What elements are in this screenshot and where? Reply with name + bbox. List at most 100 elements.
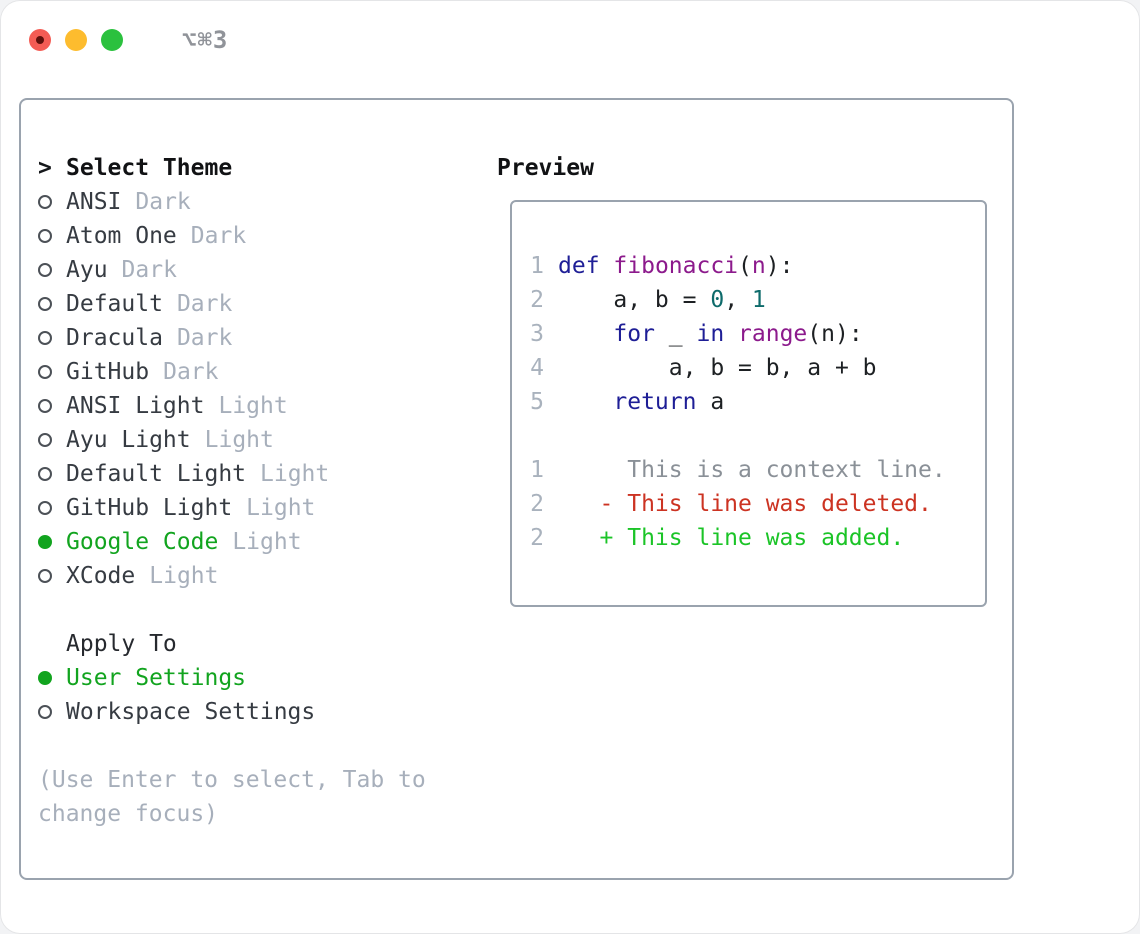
- apply-option-workspace-settings[interactable]: Workspace Settings: [38, 695, 426, 729]
- radio-unselected-icon: [38, 195, 66, 209]
- radio-circle: [38, 705, 52, 719]
- radio-unselected-icon: [38, 331, 66, 345]
- option-variant-label: Light: [204, 427, 274, 453]
- radio-circle: [38, 229, 52, 243]
- radio-selected-icon: [38, 535, 66, 549]
- code-text: + This line was added.: [558, 525, 905, 551]
- preview-code-line: 2 a, b = 0, 1: [530, 283, 985, 317]
- spacer: [38, 593, 426, 627]
- code-token: 0: [710, 287, 725, 313]
- option-variant-label: Light: [218, 393, 288, 419]
- option-variant-label: Dark: [190, 223, 247, 249]
- code-text: return a: [558, 389, 724, 415]
- theme-option-default-light[interactable]: Default Light Light: [38, 457, 426, 491]
- code-token: + This line was added.: [558, 525, 905, 551]
- apply-to-header: Apply To: [38, 627, 426, 661]
- code-token: range: [738, 321, 808, 347]
- theme-option-ansi-light[interactable]: ANSI Light Light: [38, 389, 426, 423]
- option-variant-label: Light: [246, 495, 316, 521]
- preview-code-line: 2 - This line was deleted.: [530, 487, 985, 521]
- apply-to-title: Apply To: [66, 631, 177, 657]
- window-title: ⌥⌘3: [182, 26, 229, 54]
- code-token: _: [654, 321, 697, 347]
- radio-circle: [38, 365, 52, 379]
- preview-code-line: 1 This is a context line.: [530, 453, 985, 487]
- radio-unselected-icon: [38, 229, 66, 243]
- code-token: ,: [724, 287, 752, 313]
- option-variant-label: Dark: [176, 325, 233, 351]
- line-number: 5: [530, 389, 544, 415]
- line-number: 1: [530, 253, 544, 279]
- radio-circle: [38, 671, 52, 685]
- code-text: for _ in range(n):: [558, 321, 862, 347]
- title-bar: ⌥⌘3: [29, 26, 228, 54]
- theme-option-xcode[interactable]: XCode Light: [38, 559, 426, 593]
- preview-title: Preview: [497, 155, 594, 181]
- line-number: 2: [530, 491, 544, 517]
- theme-option-atom-one[interactable]: Atom One Dark: [38, 219, 426, 253]
- help-text-line-2: change focus): [38, 801, 219, 827]
- radio-unselected-icon: [38, 433, 66, 447]
- radio-unselected-icon: [38, 399, 66, 413]
- option-label: Atom One: [66, 223, 177, 249]
- option-label: Default: [66, 291, 163, 317]
- option-variant-label: Light: [260, 461, 330, 487]
- radio-unselected-icon: [38, 501, 66, 515]
- option-label: Default Light: [66, 461, 247, 487]
- close-button[interactable]: [29, 29, 51, 51]
- code-token: n: [751, 253, 766, 279]
- preview-blank-line: [530, 419, 985, 453]
- radio-unselected-icon: [38, 467, 66, 481]
- code-token: (: [738, 253, 752, 279]
- code-token: [600, 253, 614, 279]
- code-token: a, b =: [558, 287, 711, 313]
- code-token: [558, 321, 613, 347]
- code-token: 1: [751, 287, 766, 313]
- code-text: This is a context line.: [558, 457, 946, 483]
- help-text-line-1: (Use Enter to select, Tab to: [38, 767, 426, 793]
- radio-circle: [38, 569, 52, 583]
- code-token: a: [696, 389, 725, 415]
- code-token: [558, 389, 613, 415]
- minimize-button[interactable]: [65, 29, 87, 51]
- code-token: - This line was deleted.: [558, 491, 932, 517]
- spacer: [38, 729, 426, 763]
- radio-unselected-icon: [38, 297, 66, 311]
- option-label: Ayu Light: [66, 427, 191, 453]
- option-label: XCode: [66, 563, 136, 589]
- theme-option-ayu-light[interactable]: Ayu Light Light: [38, 423, 426, 457]
- code-text: a, b = 0, 1: [558, 287, 766, 313]
- zoom-button[interactable]: [101, 29, 123, 51]
- option-variant-label: Light: [149, 563, 219, 589]
- option-label: Dracula: [66, 325, 163, 351]
- radio-circle: [38, 467, 52, 481]
- preview-code-line: 3 for _ in range(n):: [530, 317, 985, 351]
- option-label: ANSI Light: [66, 393, 205, 419]
- code-token: in: [696, 321, 725, 347]
- radio-unselected-icon: [38, 263, 66, 277]
- apply-option-user-settings[interactable]: User Settings: [38, 661, 426, 695]
- line-number: 3: [530, 321, 544, 347]
- code-token: ):: [765, 253, 794, 279]
- code-token: for: [613, 321, 655, 347]
- line-number: 2: [530, 287, 544, 313]
- radio-circle: [38, 297, 52, 311]
- option-variant-label: Light: [232, 529, 302, 555]
- preview-header-row: Preview: [497, 151, 594, 185]
- radio-circle: [38, 433, 52, 447]
- theme-option-dracula[interactable]: Dracula Dark: [38, 321, 426, 355]
- option-variant-label: Dark: [163, 359, 219, 385]
- radio-circle: [38, 535, 52, 549]
- code-token: def: [558, 253, 600, 279]
- code-text: - This line was deleted.: [558, 491, 932, 517]
- code-token: [724, 321, 738, 347]
